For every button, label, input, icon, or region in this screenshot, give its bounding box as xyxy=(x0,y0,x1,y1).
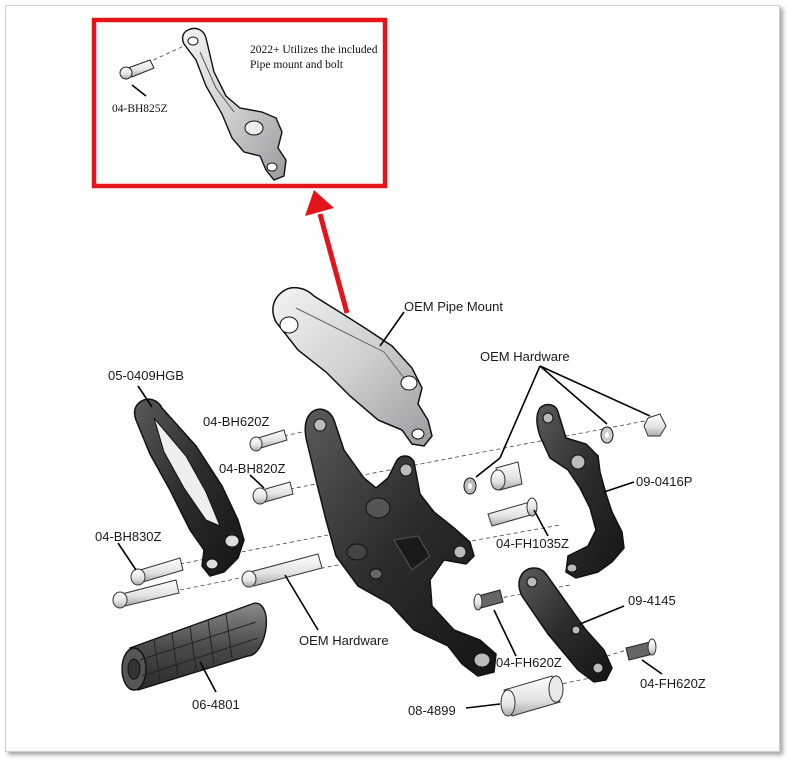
label-spacer: 08-4899 xyxy=(408,703,456,718)
label-bolt-bh830: 04-BH830Z xyxy=(95,529,162,544)
bolt-bh830-part xyxy=(112,557,184,609)
inset-border xyxy=(91,17,388,189)
shift-lever-part xyxy=(536,403,625,579)
label-link-arm: 09-4145 xyxy=(628,593,676,608)
footpeg-part xyxy=(121,602,268,691)
inset-note-line1: 2022+ Utilizes the included xyxy=(250,44,378,56)
label-bolt-fh620-center: 04-FH620Z xyxy=(496,655,562,670)
oem-pipe-mount-part xyxy=(272,286,433,447)
main-rearset-plate-part xyxy=(304,408,497,677)
bolt-fh620-right-part xyxy=(625,638,657,661)
heel-guard-part xyxy=(133,398,245,577)
label-footpeg: 06-4801 xyxy=(192,697,240,712)
inset-pipe-mount-image xyxy=(181,27,287,181)
inset-callout: 04-BH825Z 2022+ Utilizes the included Pi… xyxy=(91,17,388,189)
oem-hardware-stack-part xyxy=(463,413,667,495)
spacer-part xyxy=(500,675,564,717)
label-oem-hardware-top: OEM Hardware xyxy=(480,349,570,364)
inset-bolt-image xyxy=(119,59,155,80)
bolt-fh620-center-part xyxy=(473,589,504,611)
oem-hardware-pin-part xyxy=(241,553,323,588)
label-bolt-bh620: 04-BH620Z xyxy=(203,414,270,429)
label-shift-lever: 09-0416P xyxy=(636,474,692,489)
bolt-bh820-part xyxy=(252,481,294,505)
label-heel-guard: 05-0409HGB xyxy=(108,368,184,383)
link-arm-part xyxy=(518,567,613,683)
label-bolt-fh620-right: 04-FH620Z xyxy=(640,676,706,691)
inset-bolt-label: 04-BH825Z xyxy=(112,103,168,115)
bolt-bh620-part xyxy=(249,429,288,452)
bolt-fh1035-part xyxy=(487,497,538,527)
label-bolt-fh1035: 04-FH1035Z xyxy=(496,536,569,551)
label-oem-pipe-mount: OEM Pipe Mount xyxy=(404,299,503,314)
label-bolt-bh820: 04-BH820Z xyxy=(219,461,286,476)
inset-note-line2: Pipe mount and bolt xyxy=(250,59,344,71)
label-oem-hardware-bottom: OEM Hardware xyxy=(299,633,389,648)
red-callout-arrow xyxy=(305,190,350,314)
